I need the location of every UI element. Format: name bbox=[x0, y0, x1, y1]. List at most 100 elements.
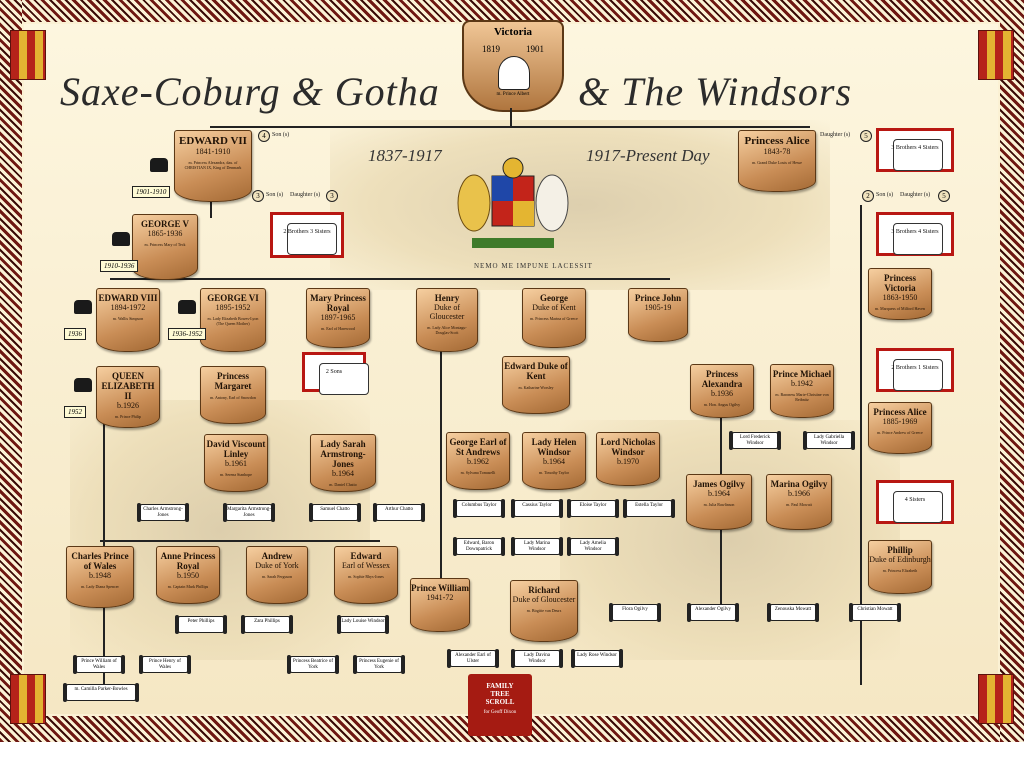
grandchild-scroll: Flora Ogilvy bbox=[609, 603, 661, 622]
daughter-count-label: Daughter (s) bbox=[820, 132, 851, 138]
ornamental-border-top bbox=[0, 0, 1024, 22]
grandchild-scroll: Lady Louise Windsor bbox=[337, 615, 389, 634]
daughter-count-label: Daughter (s) bbox=[290, 192, 321, 198]
dates-right: 1917-Present Day bbox=[586, 146, 710, 165]
siblings-book: 2 Sons bbox=[302, 352, 369, 395]
connector bbox=[110, 278, 670, 280]
connector bbox=[210, 126, 810, 128]
siblings-book: 2 Brothers 1 Sisters bbox=[876, 348, 954, 392]
victoria-name: Victoria bbox=[493, 26, 533, 38]
grandchild-scroll: Zenouska Mowatt bbox=[767, 603, 819, 622]
title-windsors: & The Windsors bbox=[578, 69, 853, 114]
ornamental-border-left bbox=[0, 0, 22, 742]
victoria-portrait bbox=[498, 56, 530, 90]
daughter-count-badge: 5 bbox=[860, 130, 872, 142]
reign-label: 1910-1936 bbox=[100, 260, 139, 272]
grandchild-scroll: Charles Armstrong-Jones bbox=[137, 503, 189, 522]
royal-standard-icon bbox=[10, 674, 46, 724]
grandchild-scroll: Lady Amelia Windsor bbox=[567, 537, 619, 556]
grandchild-scroll: Peter Phillips bbox=[175, 615, 227, 634]
reign-label: 1936 bbox=[64, 328, 86, 340]
title-saxe-coburg: Saxe-Coburg & Gotha bbox=[60, 69, 440, 114]
spouse-scroll: m. Camilla Parker-Bowles bbox=[63, 683, 139, 702]
grandchild-scroll: Prince William of Wales bbox=[73, 655, 125, 674]
son-count-badge: 4 bbox=[258, 130, 270, 142]
connector bbox=[440, 320, 442, 620]
grandchild-scroll: Cassius Taylor bbox=[511, 499, 563, 518]
crown-icon bbox=[74, 300, 92, 314]
daughter-count-badge: 5 bbox=[938, 190, 950, 202]
son-count-label: Son (s) bbox=[266, 192, 284, 198]
son-count-label: Son (s) bbox=[272, 132, 290, 138]
grandchild-scroll: Lady Gabriella Windsor bbox=[803, 431, 855, 450]
grandchild-scroll: Lady Davina Windsor bbox=[511, 649, 563, 668]
connector bbox=[210, 200, 212, 218]
grandchild-scroll: Edward, Baron Downpatrick bbox=[453, 537, 505, 556]
grandchild-scroll: Columbus Taylor bbox=[453, 499, 505, 518]
connector bbox=[510, 108, 512, 126]
victoria-card: Victoria 1819 1901 m. Prince Albert bbox=[462, 20, 564, 112]
siblings-book: 2 Brothers 3 Sisters bbox=[270, 212, 344, 258]
son-count-badge: 2 bbox=[862, 190, 874, 202]
grandchild-scroll: Alexander Ogilvy bbox=[687, 603, 739, 622]
daughter-count-badge: 3 bbox=[326, 190, 338, 202]
grandchild-scroll: Arthur Chatto bbox=[373, 503, 425, 522]
royal-standard-icon bbox=[978, 30, 1014, 80]
crown-icon bbox=[112, 232, 130, 246]
grandchild-scroll: Estella Taylor bbox=[623, 499, 675, 518]
crown-icon bbox=[178, 300, 196, 314]
royal-standard-icon bbox=[10, 30, 46, 80]
crown-icon bbox=[150, 158, 168, 172]
reign-label: 1952 bbox=[64, 406, 86, 418]
grandchild-scroll: Princess Beatrice of York bbox=[287, 655, 339, 674]
royal-standard-icon bbox=[978, 674, 1014, 724]
grandchild-scroll: Christian Mowatt bbox=[849, 603, 901, 622]
siblings-book: 3 Brothers 4 Sisters bbox=[876, 212, 954, 256]
crown-icon bbox=[74, 378, 92, 392]
grandchild-scroll: Lord Frederick Windsor bbox=[729, 431, 781, 450]
reign-label: 1901-1910 bbox=[132, 186, 171, 198]
siblings-book: 4 Sisters bbox=[876, 480, 954, 524]
grandchild-scroll: Alexander Earl of Ulster bbox=[447, 649, 499, 668]
son-count-label: Son (s) bbox=[876, 192, 894, 198]
family-tree-poster: Saxe-Coburg & Gotha & The Windsors 1837-… bbox=[0, 0, 1024, 742]
grandchild-scroll: Samuel Chatto bbox=[309, 503, 361, 522]
royal-coat-of-arms-icon bbox=[457, 157, 569, 248]
grandchild-scroll: Eloise Taylor bbox=[567, 499, 619, 518]
victoria-spouse: m. Prince Albert bbox=[496, 92, 530, 97]
daughter-count-label: Daughter (s) bbox=[900, 192, 931, 198]
grandchild-scroll: Zara Phillips bbox=[241, 615, 293, 634]
grandchild-scroll: Lady Marina Windsor bbox=[511, 537, 563, 556]
reign-label: 1936-1952 bbox=[168, 328, 207, 340]
grandchild-scroll: Prince Henry of Wales bbox=[139, 655, 191, 674]
grandchild-scroll: Lady Rose Windsor bbox=[571, 649, 623, 668]
grandchild-scroll: Princess Eugenie of York bbox=[353, 655, 405, 674]
